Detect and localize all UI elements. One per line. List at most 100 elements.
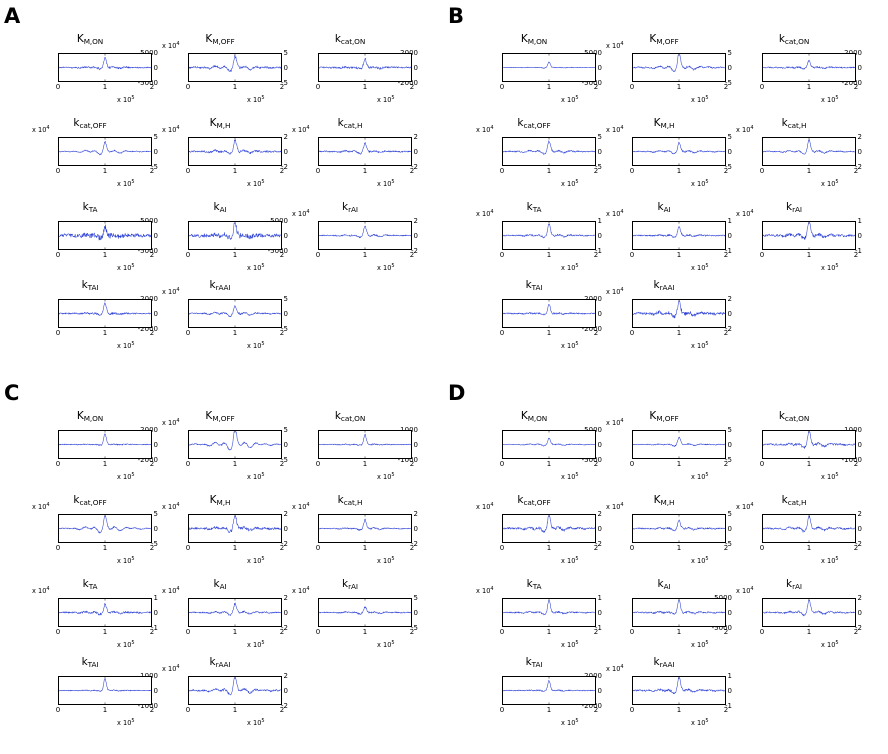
x-axis-exponent: x 105 [691, 472, 709, 481]
plot-title: kTAI [81, 279, 99, 293]
plot-title: krAAI [653, 656, 675, 670]
y-tick-bottom: -5 [281, 325, 288, 333]
spectrum-trace [503, 680, 595, 691]
x-tick-2: 2 [853, 628, 859, 636]
spectrum-trace [633, 600, 725, 615]
plot-title: krAI [342, 201, 358, 215]
x-tick-1: 1 [676, 83, 682, 91]
x-tick-1: 1 [806, 460, 812, 468]
spectrum-trace [189, 516, 281, 533]
x-axis-exponent: x 105 [821, 263, 839, 272]
y-tick-top: 2 [857, 133, 862, 141]
plot-axes [58, 299, 152, 328]
x-tick-2: 2 [279, 167, 285, 175]
plot-title: krAI [786, 201, 802, 215]
spectrum-trace [189, 223, 281, 240]
plot-axes [502, 598, 596, 627]
plot-title: kAI [213, 578, 227, 592]
plot-axes [632, 676, 726, 705]
y-axis-exponent: x 104 [292, 586, 310, 595]
plot-title: kcat,OFF [517, 117, 551, 131]
y-tick-bottom: -1 [595, 247, 602, 255]
y-tick-bottom: -5000 [137, 247, 158, 255]
plot-axes [58, 676, 152, 705]
y-axis-exponent: x 104 [606, 209, 624, 218]
plot-axes [632, 430, 726, 459]
spectrum-trace [319, 434, 411, 445]
y-tick-mid: 0 [153, 687, 158, 695]
spectrum-trace [633, 142, 725, 154]
x-tick-1: 1 [806, 544, 812, 552]
plot-axes [762, 514, 856, 543]
spectrum-trace [189, 306, 281, 317]
x-tick-0: 0 [499, 83, 505, 91]
plot-axes [318, 514, 412, 543]
x-tick-0: 0 [499, 706, 505, 714]
spectrum-trace [633, 520, 725, 531]
plot-title: KM,OFF [205, 33, 235, 47]
plot-axes [762, 53, 856, 82]
plot-title: KM,H [653, 117, 675, 131]
y-tick-mid: 0 [857, 441, 862, 449]
y-tick-mid: 0 [857, 64, 862, 72]
x-tick-2: 2 [593, 167, 599, 175]
y-tick-top: 2 [727, 295, 732, 303]
y-tick-mid: 0 [283, 441, 288, 449]
x-tick-2: 2 [149, 329, 155, 337]
x-tick-2: 2 [279, 329, 285, 337]
spectrum-trace [189, 432, 281, 450]
plot-title: kTAI [81, 656, 99, 670]
plot-axes [188, 137, 282, 166]
y-tick-bottom: -2000 [137, 325, 158, 333]
y-axis-exponent: x 104 [606, 125, 624, 134]
x-tick-2: 2 [149, 460, 155, 468]
y-tick-bottom: -2 [281, 702, 288, 710]
x-tick-2: 2 [723, 706, 729, 714]
x-tick-1: 1 [232, 329, 238, 337]
y-tick-mid: 0 [283, 310, 288, 318]
spectrum-trace [503, 516, 595, 533]
x-axis-exponent: x 105 [117, 472, 135, 481]
x-tick-0: 0 [629, 329, 635, 337]
x-tick-1: 1 [102, 83, 108, 91]
x-tick-1: 1 [102, 251, 108, 259]
spectrum-trace [503, 141, 595, 155]
plot-axes [502, 430, 596, 459]
y-tick-mid: 0 [857, 232, 862, 240]
y-tick-bottom: -2000 [397, 79, 418, 87]
plot-axes [188, 221, 282, 250]
spectrum-trace [763, 223, 855, 240]
spectrum-trace [189, 603, 281, 616]
y-tick-mid: 0 [283, 525, 288, 533]
x-axis-exponent: x 105 [247, 341, 265, 350]
y-tick-top: 1 [857, 217, 862, 225]
x-tick-1: 1 [806, 83, 812, 91]
plot-axes [502, 137, 596, 166]
spectrum-trace [59, 225, 151, 240]
plot-axes [632, 221, 726, 250]
spectrum-trace [59, 303, 151, 316]
plot-axes [318, 221, 412, 250]
plot-axes [632, 53, 726, 82]
y-tick-mid: 0 [283, 148, 288, 156]
plot-title: krAAI [209, 279, 231, 293]
y-tick-mid: 0 [413, 525, 418, 533]
x-tick-1: 1 [676, 167, 682, 175]
x-axis-exponent: x 105 [691, 341, 709, 350]
x-tick-0: 0 [185, 167, 191, 175]
x-axis-exponent: x 105 [561, 263, 579, 272]
plot-title: kcat,OFF [73, 117, 107, 131]
y-tick-bottom: -5 [281, 456, 288, 464]
